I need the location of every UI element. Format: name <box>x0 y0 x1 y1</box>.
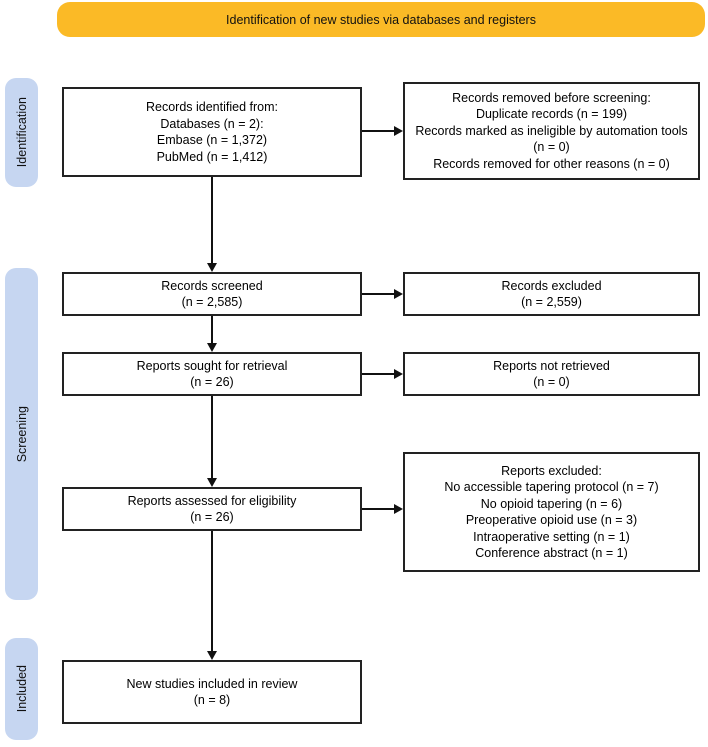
arrow-assessed-to-excluded <box>362 504 403 514</box>
arrow-sought-to-assessed <box>207 396 217 487</box>
box-reports-excluded: Reports excluded: No accessible tapering… <box>403 452 700 572</box>
arrow-sought-to-not-retrieved <box>362 369 403 379</box>
arrow-screened-to-sought <box>207 316 217 352</box>
stage-label-screening: Screening <box>5 268 38 600</box>
box-records-excluded: Records excluded (n = 2,559) <box>403 272 700 316</box>
box-records-identified: Records identified from: Databases (n = … <box>62 87 362 177</box>
stage-label-screening-text: Screening <box>14 405 29 463</box>
stage-label-included: Included <box>5 638 38 740</box>
banner-title: Identification of new studies via databa… <box>57 2 705 37</box>
box-records-removed: Records removed before screening: Duplic… <box>403 82 700 180</box>
box-reports-assessed: Reports assessed for eligibility (n = 26… <box>62 487 362 531</box>
box-records-screened: Records screened (n = 2,585) <box>62 272 362 316</box>
arrow-screened-to-excluded <box>362 289 403 299</box>
stage-label-identification: Identification <box>5 78 38 187</box>
stage-label-identification-text: Identification <box>14 97 29 168</box>
stage-label-included-text: Included <box>14 665 29 713</box>
box-reports-sought: Reports sought for retrieval (n = 26) <box>62 352 362 396</box>
box-reports-not-retrieved: Reports not retrieved (n = 0) <box>403 352 700 396</box>
box-new-studies-included: New studies included in review (n = 8) <box>62 660 362 724</box>
arrow-identified-to-removed <box>362 126 403 136</box>
arrow-assessed-to-included <box>207 531 217 660</box>
arrow-identified-to-screened <box>207 177 217 272</box>
